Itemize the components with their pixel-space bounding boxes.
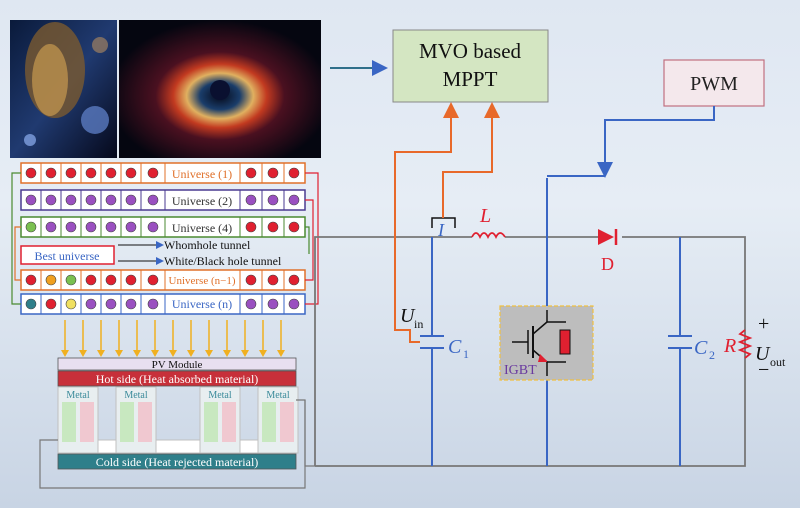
universe-n-label: Universe (n) bbox=[172, 297, 232, 311]
whiteblack-label: White/Black hole tunnel bbox=[164, 254, 282, 268]
universe-bar-n-1: Universe (n−1) bbox=[20, 269, 306, 291]
teg-module: PV Module Hot side (Heat absorbed materi… bbox=[57, 357, 299, 470]
universe-1-label: Universe (1) bbox=[172, 167, 232, 181]
galaxy-image bbox=[10, 20, 117, 158]
capacitor-c2: C 2 bbox=[668, 335, 715, 362]
best-universe: Best universe bbox=[20, 245, 115, 265]
universe-bars: Universe (1) Universe (2) bbox=[11, 162, 319, 315]
uout-minus: − bbox=[758, 359, 769, 381]
uout-plus: + bbox=[758, 313, 769, 335]
metal-label-2: Metal bbox=[124, 390, 148, 401]
mvo-title-1: MVO based bbox=[419, 39, 522, 63]
uin-label: U bbox=[400, 305, 416, 327]
inductor-label: L bbox=[479, 205, 491, 227]
igbt: IGBT bbox=[499, 305, 594, 381]
best-universe-label: Best universe bbox=[35, 249, 100, 263]
resistor-label: R bbox=[723, 335, 736, 357]
diode-label: D bbox=[601, 254, 614, 274]
uin-sub: in bbox=[414, 317, 423, 331]
cold-side-label: Cold side (Heat rejected material) bbox=[96, 455, 259, 469]
blue-rails bbox=[431, 178, 681, 466]
pwm-box bbox=[663, 59, 765, 107]
universe-4-label: Universe (4) bbox=[172, 221, 232, 235]
pwm-label: PWM bbox=[690, 73, 738, 95]
resistor: R bbox=[723, 329, 753, 359]
diode: D bbox=[598, 229, 618, 274]
tunnel-connectors bbox=[11, 172, 319, 305]
c2-sub: 2 bbox=[709, 348, 715, 362]
c2-label: C bbox=[694, 337, 708, 359]
uout-sub: out bbox=[770, 355, 786, 369]
inductor: L bbox=[471, 205, 506, 240]
mvo-title-2: MPPT bbox=[443, 67, 498, 91]
universe-bar-1: Universe (1) bbox=[20, 162, 306, 184]
nebula-image bbox=[119, 20, 321, 158]
metal-label-1: Metal bbox=[66, 390, 90, 401]
universe-n-1-label: Universe (n−1) bbox=[169, 275, 236, 287]
universe-bar-n: Universe (n) bbox=[20, 293, 306, 315]
capacitor-c1: C 1 bbox=[420, 335, 469, 361]
uout-label: U bbox=[755, 343, 771, 365]
current-label: I bbox=[437, 220, 445, 240]
universe-bar-4: Universe (4) bbox=[20, 216, 306, 238]
c1-label: C bbox=[448, 336, 462, 358]
wormhole-label: Whomhole tunnel bbox=[164, 238, 251, 252]
metal-legs: Metal Metal Metal Metal bbox=[57, 386, 299, 454]
sunlight-arrows bbox=[64, 320, 282, 352]
mvo-mppt-box bbox=[392, 29, 549, 103]
igbt-label: IGBT bbox=[504, 363, 537, 378]
c1-sub: 1 bbox=[463, 347, 469, 361]
universe-2-label: Universe (2) bbox=[172, 194, 232, 208]
sensing-wires bbox=[394, 102, 500, 343]
hot-side-label: Hot side (Heat absorbed material) bbox=[96, 372, 259, 386]
pv-module-label: PV Module bbox=[152, 359, 203, 371]
universe-bar-2: Universe (2) bbox=[20, 189, 306, 211]
metal-label-4: Metal bbox=[266, 390, 290, 401]
metal-label-3: Metal bbox=[208, 390, 232, 401]
pwm-gate-wire bbox=[547, 106, 715, 178]
